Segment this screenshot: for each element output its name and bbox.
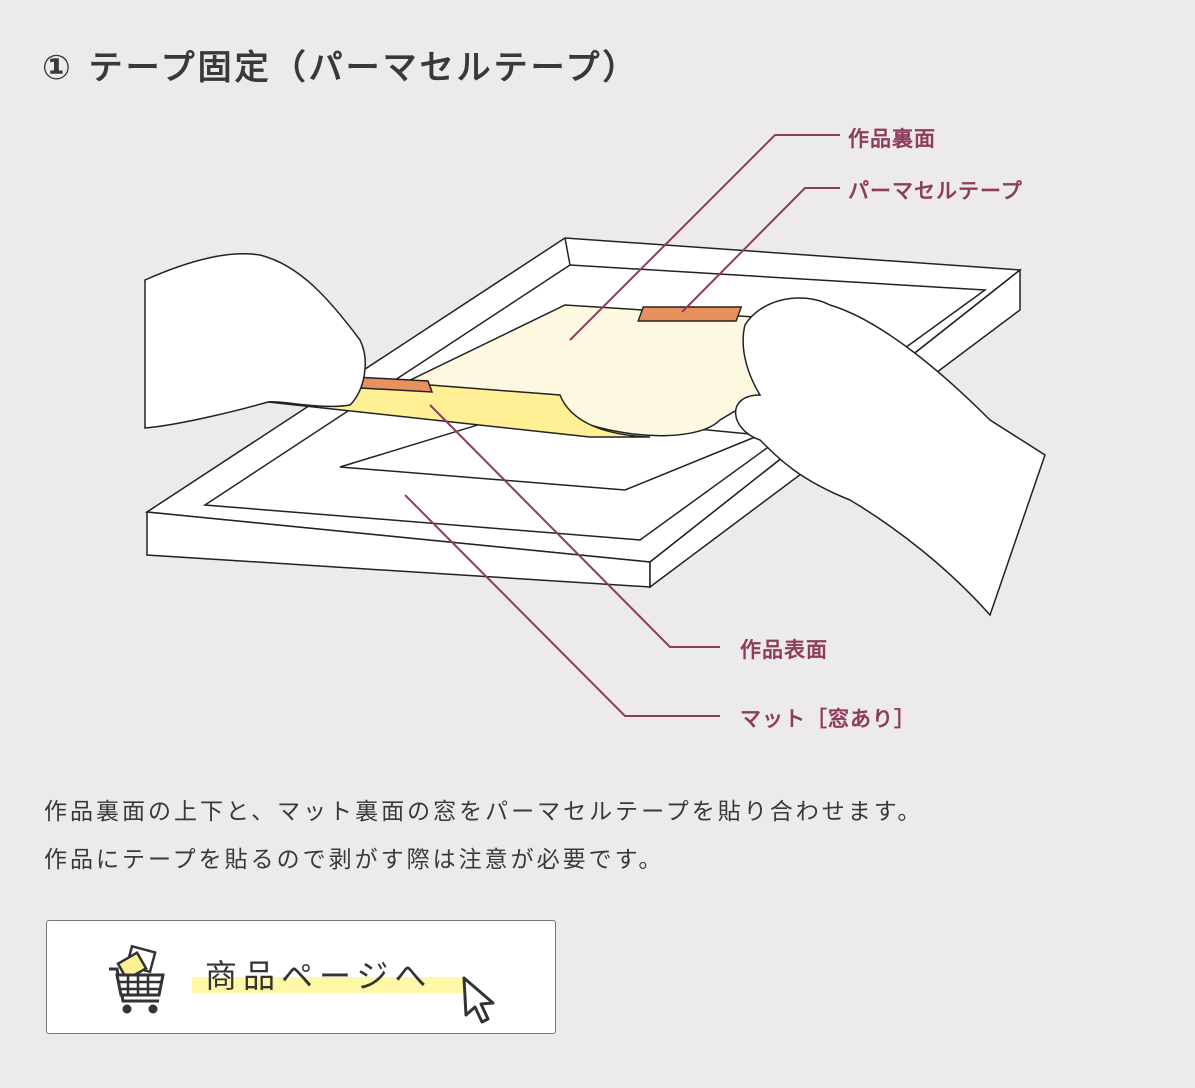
description-line: 作品にテープを貼るので剥がす際は注意が必要です。 xyxy=(44,847,665,873)
leader-mat xyxy=(404,494,720,717)
shopping-cart-icon xyxy=(109,944,165,1014)
left-hand xyxy=(144,252,366,429)
label-highlight xyxy=(192,977,464,993)
tape-top xyxy=(637,306,743,322)
leader-front xyxy=(429,404,720,648)
cursor-arrow-icon xyxy=(462,976,495,1024)
artwork-front xyxy=(267,377,651,438)
description-line: 作品裏面の上下と、マット裏面の窓をパーマセルテープを貼り合わせます。 xyxy=(44,799,924,825)
right-hand xyxy=(734,297,1046,617)
label-mat: マット［窓あり］ xyxy=(740,707,916,731)
label-tape: パーマセルテープ xyxy=(848,179,1023,203)
label-artwork-front: 作品表面 xyxy=(740,638,828,662)
page-title: ① テープ固定（パーマセルテープ） xyxy=(42,48,640,88)
label-artwork-back: 作品裏面 xyxy=(848,127,936,151)
product-page-button[interactable]: 商品ページへ xyxy=(46,920,556,1034)
leader-tape xyxy=(681,187,840,313)
product-page-button-label: 商品ページへ xyxy=(205,957,433,995)
framing-illustration xyxy=(144,134,1046,717)
description: 作品裏面の上下と、マット裏面の窓をパーマセルテープを貼り合わせます。 作品にテー… xyxy=(44,788,923,884)
leader-back xyxy=(569,134,840,341)
